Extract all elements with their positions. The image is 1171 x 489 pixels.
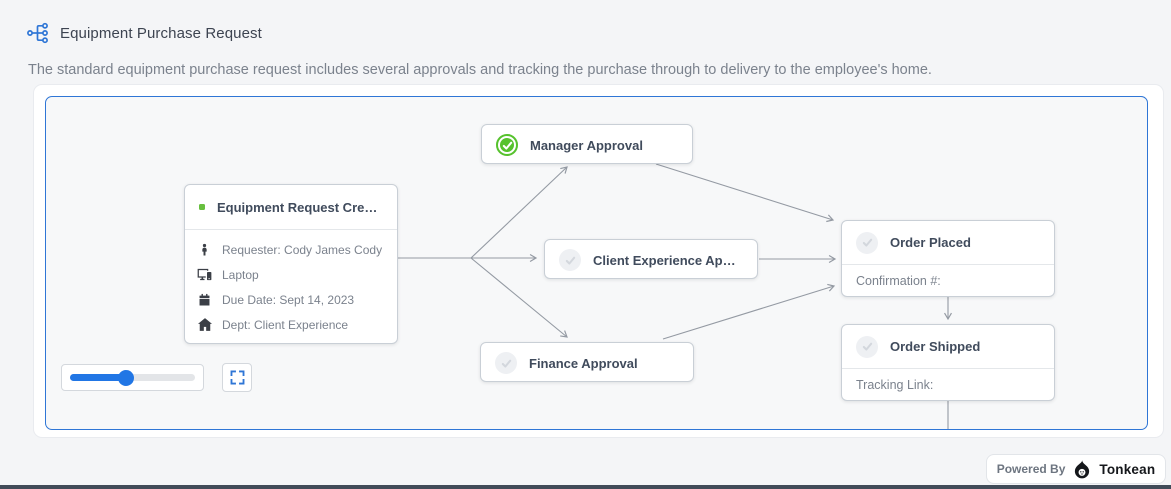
devices-icon (197, 268, 212, 281)
node-divider (842, 368, 1054, 369)
workflow-icon (26, 21, 50, 45)
node-equipment-request-created[interactable]: Equipment Request Created ... Requester:… (184, 184, 398, 344)
node-manager-approval[interactable]: Manager Approval (481, 124, 693, 164)
powered-by-label: Powered By (996, 462, 1066, 476)
home-icon (197, 318, 212, 331)
confirmation-field-label: Confirmation #: (856, 274, 941, 288)
person-icon (197, 243, 212, 256)
zoom-slider-fill (70, 369, 135, 386)
page-subtitle: The standard equipment purchase request … (28, 62, 932, 78)
detail-text: Dept: Client Experience (222, 317, 349, 332)
detail-text: Laptop (222, 267, 259, 282)
tracking-field-label: Tracking Link: (856, 378, 934, 392)
detail-row-dept: Dept: Client Experience (197, 312, 385, 337)
node-title: Order Placed (890, 235, 971, 250)
node-title: Finance Approval (529, 355, 638, 371)
approved-check-icon (496, 134, 518, 156)
node-title: Equipment Request Created ... (217, 199, 383, 215)
status-dot (199, 204, 205, 210)
node-finance-approval[interactable]: Finance Approval (480, 342, 694, 382)
zoom-slider-track[interactable] (70, 369, 195, 386)
detail-row-item: Laptop (197, 262, 385, 287)
workflow-card: Equipment Request Created ... Requester:… (33, 84, 1164, 438)
detail-text: Requester: Cody James Cody J... (222, 242, 385, 257)
node-divider (842, 264, 1054, 265)
page-header: Equipment Purchase Request (26, 21, 262, 45)
workflow-canvas[interactable]: Equipment Request Created ... Requester:… (45, 96, 1148, 430)
zoom-slider[interactable] (61, 364, 204, 391)
detail-row-requester: Requester: Cody James Cody J... (197, 237, 385, 262)
calendar-icon (197, 293, 212, 306)
node-order-placed[interactable]: Order Placed Confirmation #: (841, 220, 1055, 297)
node-title: Order Shipped (890, 339, 981, 354)
fullscreen-button[interactable] (222, 363, 252, 392)
detail-row-due-date: Due Date: Sept 14, 2023 (197, 287, 385, 312)
brand-label: Tonkean (1099, 461, 1156, 477)
pending-check-icon (856, 335, 878, 358)
fullscreen-expand-icon (229, 369, 246, 386)
tonkean-logo-icon (1073, 459, 1091, 479)
page-title: Equipment Purchase Request (60, 24, 262, 42)
bottom-bar (0, 485, 1171, 489)
node-title: Manager Approval (530, 137, 643, 153)
zoom-slider-thumb[interactable] (118, 369, 135, 386)
pending-check-icon (495, 352, 517, 374)
pending-check-icon (559, 249, 581, 271)
node-client-experience-approval[interactable]: Client Experience Approval (544, 239, 758, 279)
connector-arrows (398, 163, 952, 429)
powered-by-badge[interactable]: Powered By Tonkean (986, 454, 1166, 484)
node-title: Client Experience Approval (593, 252, 743, 268)
pending-check-icon (856, 231, 878, 254)
node-order-shipped[interactable]: Order Shipped Tracking Link: (841, 324, 1055, 401)
node-divider (185, 229, 397, 230)
detail-text: Due Date: Sept 14, 2023 (222, 292, 355, 307)
